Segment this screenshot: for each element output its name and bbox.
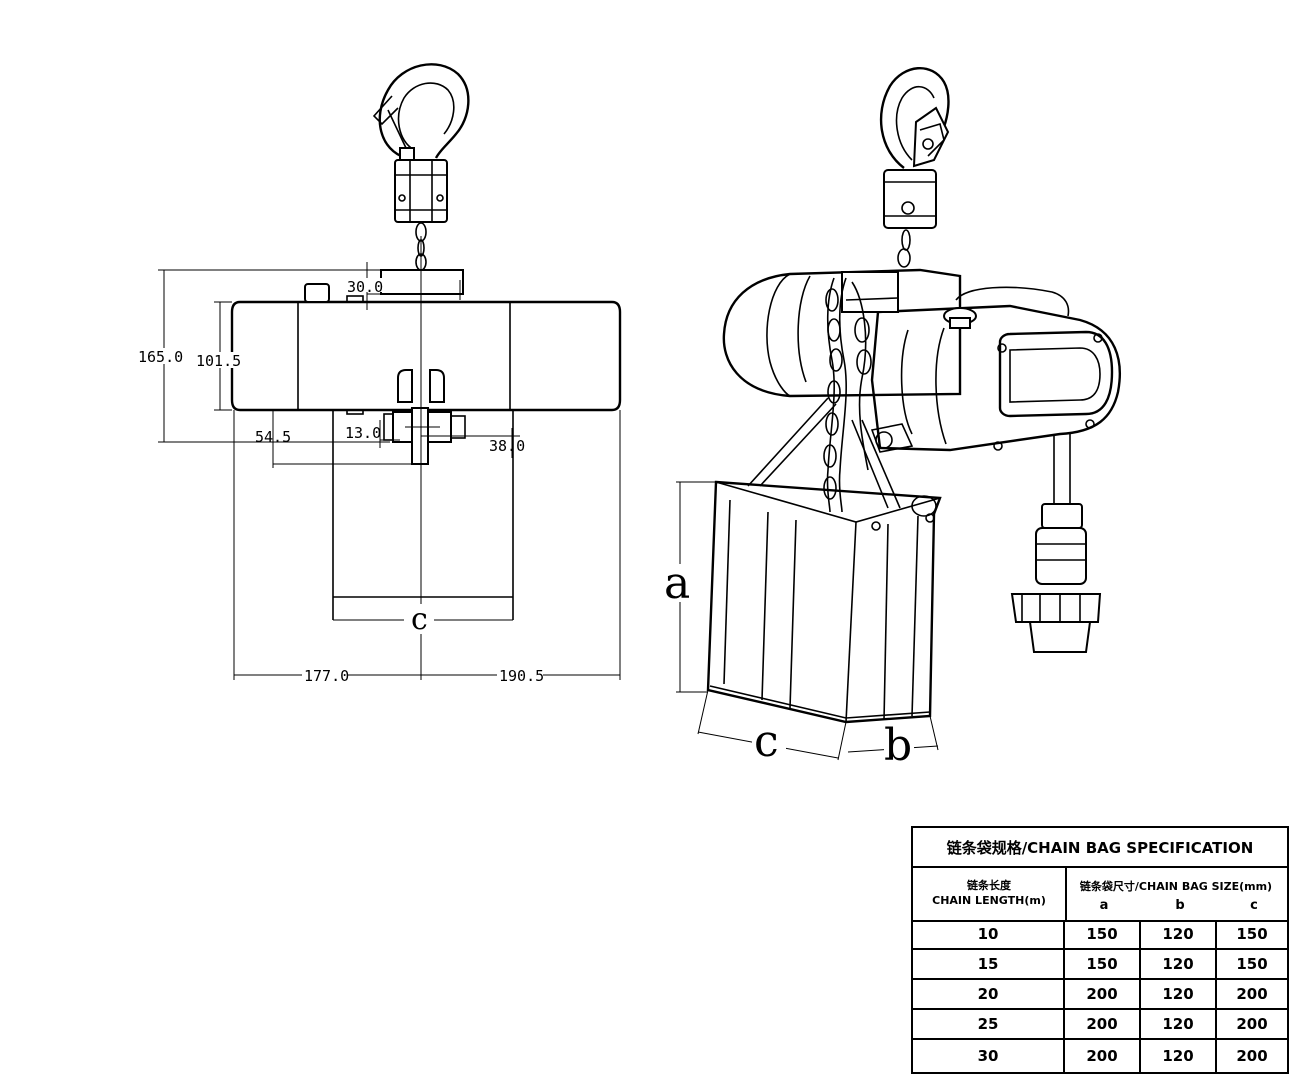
cell-c: 200 (1236, 985, 1268, 1003)
chain-length-header: 链条长度 CHAIN LENGTH(m) (913, 866, 1067, 922)
table-row: 25 200 120 200 (913, 1010, 1287, 1040)
iso-view: a c b (662, 66, 1121, 771)
front-hook (372, 63, 470, 161)
cell-length: 25 (913, 1010, 1065, 1038)
front-swivel (394, 159, 448, 223)
dim-c-front: c (411, 602, 428, 637)
table-row: 30 200 120 200 (913, 1040, 1287, 1072)
iso-gearbox (841, 271, 914, 453)
iso-left-cylinder (722, 268, 962, 398)
front-top-plate (380, 269, 464, 295)
cell-c: 200 (1236, 1015, 1268, 1033)
cell-a: 150 (1065, 950, 1141, 978)
dim-13-0: 13.0 (345, 424, 381, 442)
cell-b: 120 (1141, 1010, 1217, 1038)
dim-38-0: 38.0 (489, 437, 525, 455)
cell-b: 120 (1141, 1040, 1217, 1072)
front-bag (332, 410, 514, 620)
cell-a: 150 (1065, 920, 1141, 948)
header-a: a (1099, 898, 1109, 913)
chain-length-header-cn: 链条长度 (967, 879, 1011, 892)
dim-177-0: 177.0 (304, 667, 349, 685)
front-dimension-lines (158, 262, 621, 680)
iso-power-connector (1010, 432, 1102, 653)
label-a: a (664, 558, 690, 609)
header-b: b (1175, 898, 1185, 913)
cell-b: 120 (1141, 950, 1217, 978)
chain-bag-spec-table: 链条袋规格/CHAIN BAG SPECIFICATION 链条长度 CHAIN… (911, 826, 1289, 1074)
cell-c: 150 (1236, 925, 1268, 943)
label-b: b (884, 720, 912, 771)
front-dimension-labels: 30.0 165.0 101.5 54.5 13.0 38.0 177.0 19… (137, 278, 544, 685)
table-row: 20 200 120 200 (913, 980, 1287, 1010)
label-c: c (754, 716, 779, 767)
dim-30-0: 30.0 (347, 278, 383, 296)
cell-length: 15 (913, 950, 1065, 978)
table-row: 10 150 120 150 (913, 920, 1287, 950)
iso-top-bar (955, 286, 1070, 317)
cell-a: 200 (1065, 980, 1141, 1008)
iso-chain-bag (706, 480, 942, 724)
bag-size-group-label: 链条袋尺寸/CHAIN BAG SIZE(mm) (1079, 880, 1273, 893)
cell-a: 200 (1065, 1010, 1141, 1038)
dim-165-0: 165.0 (138, 348, 183, 366)
iso-motor (870, 304, 1121, 452)
spec-table-title: 链条袋规格/CHAIN BAG SPECIFICATION (913, 828, 1287, 868)
cell-b: 120 (1141, 980, 1217, 1008)
cell-c: 200 (1236, 1047, 1268, 1065)
cell-b: 120 (1141, 920, 1217, 948)
bag-size-header: 链条袋尺寸/CHAIN BAG SIZE(mm) a b c (1065, 866, 1287, 922)
header-c: c (1250, 898, 1258, 913)
dim-54-5: 54.5 (255, 428, 291, 446)
dim-101-5: 101.5 (196, 352, 241, 370)
table-row: 15 150 120 150 (913, 950, 1287, 980)
iso-hook (879, 66, 950, 169)
chain-length-header-en: CHAIN LENGTH(m) (932, 894, 1046, 907)
dim-190-5: 190.5 (499, 667, 544, 685)
cell-length: 30 (913, 1040, 1065, 1072)
cell-c: 150 (1236, 955, 1268, 973)
front-bracket (383, 369, 466, 465)
front-body (230, 283, 622, 415)
iso-upper-chain (897, 229, 911, 268)
cell-length: 10 (913, 920, 1065, 948)
iso-swivel (883, 169, 937, 229)
cell-a: 200 (1065, 1040, 1141, 1072)
cell-length: 20 (913, 980, 1065, 1008)
iso-dimension-labels: a c b (662, 558, 914, 771)
front-view: 30.0 165.0 101.5 54.5 13.0 38.0 177.0 19… (137, 63, 622, 685)
